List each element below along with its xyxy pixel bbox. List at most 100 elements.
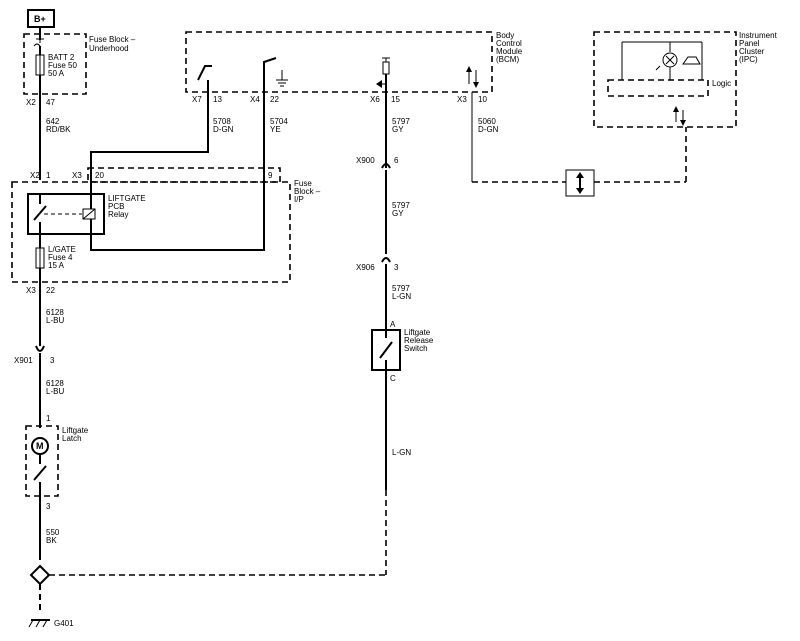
ipc-serial-data-icon [673, 106, 686, 126]
wire-642-circuit: 642 [46, 117, 60, 126]
ipc-boundary [593, 31, 737, 128]
x906-conn: X906 [356, 263, 375, 272]
ground-label: G401 [54, 619, 74, 628]
release-switch-label-2: Release [404, 336, 434, 345]
fuse-block-ip-title-2: Block – [294, 187, 321, 196]
bcm-x7-conn: X7 [192, 95, 202, 104]
fuse-block-ip-title-3: I/P [294, 195, 304, 204]
ipc-title-1: Instrument [739, 31, 778, 40]
bcm-x6-input-icon [376, 57, 390, 92]
latch-label-1: Liftgate [62, 426, 89, 435]
wire-5704 [90, 80, 265, 251]
ipc-title-3: Cluster [739, 47, 765, 56]
wire-6128b-color: L-BU [46, 387, 64, 396]
ip-x2-pin: 1 [46, 171, 51, 180]
release-switch-pin-c: C [390, 374, 396, 383]
wire-5797c-circuit: 5797 [392, 284, 410, 293]
wire-5797b-circuit: 5797 [392, 201, 410, 210]
serial-data-box [565, 169, 595, 197]
ip-out-pin: 22 [46, 286, 55, 295]
x901-pin: 3 [50, 356, 55, 365]
ip-x2-conn: X2 [30, 171, 40, 180]
wire-5704-circuit: 5704 [270, 117, 288, 126]
fuse-block-ip-pin-strip [87, 167, 281, 183]
ip-x3-conn: X3 [72, 171, 82, 180]
bcm-x3-pin: 10 [478, 95, 487, 104]
ipc-title-4: (IPC) [739, 55, 758, 64]
wire-5797a-circuit: 5797 [392, 117, 410, 126]
latch-label-2: Latch [62, 434, 82, 443]
batt2-fuse-name: BATT 2 [48, 53, 75, 62]
wire-6128a-circuit: 6128 [46, 308, 64, 317]
wire-6128b-circuit: 6128 [46, 379, 64, 388]
wire-550-circuit: 550 [46, 528, 60, 537]
wire-5060-color: D-GN [478, 125, 499, 134]
ground-symbol-icon [28, 619, 50, 628]
fuse-block-underhood-title-2: Underhood [89, 44, 129, 53]
x906-connector-icon [381, 257, 391, 263]
release-switch-label-1: Liftgate [404, 328, 431, 337]
bcm-boundary [185, 31, 493, 93]
relay-label-2: PCB [108, 202, 124, 211]
bcm-x7-pin: 13 [213, 95, 222, 104]
wire-6128a-color: L-BU [46, 316, 64, 325]
lgate-fuse-amp: 15 A [48, 261, 65, 270]
x900-pin: 6 [394, 156, 399, 165]
latch-motor-letter: M [36, 441, 44, 451]
lgate-fuse-number: Fuse 4 [48, 253, 73, 262]
bcm-serial-data-icon [466, 66, 479, 88]
ip-out-conn: X3 [26, 286, 36, 295]
bcm-x4-switch-icon [263, 57, 277, 80]
wire-550-color: BK [46, 536, 57, 545]
ipc-logic-label: Logic [712, 79, 731, 88]
ipc-logic-box [607, 79, 709, 97]
fuse-block-underhood-boundary [23, 33, 87, 95]
battery-positive-label: B+ [34, 14, 46, 24]
fuse-block-underhood-title-1: Fuse Block – [89, 35, 136, 44]
batt2-fuse-amp: 50 A [48, 69, 65, 78]
liftgate-pcb-relay-box [27, 193, 105, 235]
wire-5797b-color: GY [392, 209, 404, 218]
lgate-fuse-name: L/GATE [48, 245, 76, 254]
x901-connector-icon [35, 345, 45, 352]
bcm-x3-conn: X3 [457, 95, 467, 104]
release-switch-contact-icon [379, 341, 393, 359]
latch-pin-in: 1 [46, 414, 51, 423]
wire-5797c-color: L-GN [392, 292, 411, 301]
liftgate-ajar-indicator-icon [655, 52, 701, 71]
serial-data-arrows-icon [576, 172, 584, 194]
liftgate-latch-boundary [25, 425, 59, 497]
relay-coil-icon [82, 208, 96, 220]
bcm-x7-switch-icon [197, 65, 212, 81]
ip-x3-pin: 20 [95, 171, 104, 180]
release-switch-label-3: Switch [404, 344, 428, 353]
fuse-block-ip-boundary [11, 181, 291, 283]
relay-switch-icon [33, 194, 82, 234]
underhood-fuse-switch-icon [33, 38, 44, 47]
bcm-x6-conn: X6 [370, 95, 380, 104]
wire-5060-circuit: 5060 [478, 117, 496, 126]
ground-splice-icon [29, 564, 51, 586]
fuse-block-ip-title-1: Fuse [294, 179, 312, 188]
wire-5708-circuit: 5708 [213, 117, 231, 126]
wire-lgn-color: L-GN [392, 448, 411, 457]
release-switch-pin-a: A [390, 320, 396, 329]
bcm-x6-pin: 15 [391, 95, 400, 104]
x2-47-pin: 47 [46, 98, 55, 107]
bcm-title-1: Body [496, 31, 514, 40]
wire-642-color: RD/BK [46, 125, 71, 134]
x901-conn: X901 [14, 356, 33, 365]
batt2-fuse-number: Fuse 50 [48, 61, 77, 70]
wire-5704-color: YE [270, 125, 281, 134]
x2-47-conn: X2 [26, 98, 36, 107]
bcm-title-4: (BCM) [496, 55, 519, 64]
latch-pin-out: 3 [46, 502, 51, 511]
ipc-title-2: Panel [739, 39, 760, 48]
bcm-x4-conn: X4 [250, 95, 260, 104]
bcm-ground-icon [276, 70, 288, 87]
bcm-title-2: Control [496, 39, 522, 48]
x906-pin: 3 [394, 263, 399, 272]
x900-connector-icon [381, 163, 391, 169]
wire-5708-color: D-GN [213, 125, 234, 134]
bcm-x4-pin: 22 [270, 95, 279, 104]
